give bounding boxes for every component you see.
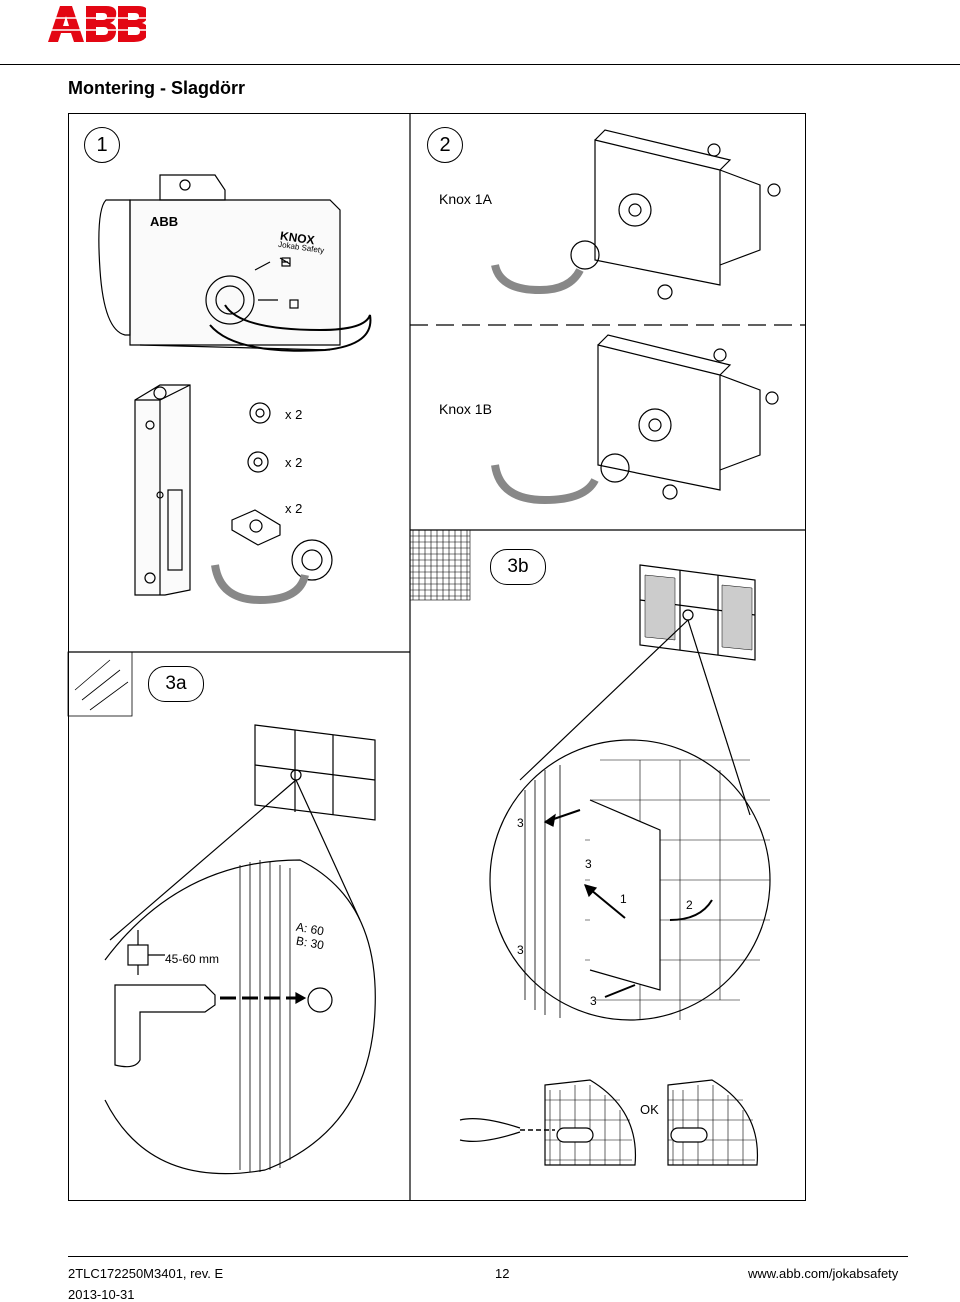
ok-label: OK	[640, 1102, 659, 1117]
callout-2: 2	[686, 898, 693, 912]
step-2-badge: 2	[427, 127, 463, 163]
knox-1a-label: Knox 1A	[439, 191, 492, 207]
latch-body-drawing	[134, 384, 191, 596]
step-3b-badge: 3b	[490, 549, 546, 585]
mesh-detail-circle	[489, 739, 771, 1021]
callout-3-d: 3	[590, 994, 597, 1008]
knox-1b-drawing	[491, 334, 779, 505]
nut-qty: x 2	[285, 501, 303, 516]
callout-3-b: 3	[585, 857, 592, 871]
knox-device-drawing	[98, 174, 372, 352]
abb-logo	[46, 6, 146, 42]
page-number: 12	[495, 1266, 510, 1281]
screw-qty-2: x 2	[285, 455, 303, 470]
step-3a-badge: 3a	[148, 666, 204, 702]
drill-depth-label: 45-60 mm	[165, 952, 220, 966]
callout-3-c: 3	[517, 943, 524, 957]
header-rule	[0, 64, 960, 65]
document-id: 2TLC172250M3401, rev. E	[68, 1266, 224, 1281]
website-link[interactable]: www.abb.com/jokabsafety	[748, 1266, 899, 1281]
document-date: 2013-10-31	[68, 1287, 135, 1302]
knox-1b-label: Knox 1B	[439, 401, 492, 417]
handle-drawing	[211, 539, 333, 605]
mesh-fence-drawing	[519, 564, 756, 816]
footer-rule	[68, 1256, 908, 1257]
callout-3-a: 3	[517, 816, 524, 830]
drill-detail-circle	[104, 859, 376, 1175]
glass-fence-drawing	[109, 724, 376, 941]
device-logo-text: ABB	[150, 214, 179, 229]
screw-qty-1: x 2	[285, 407, 303, 422]
page-title: Montering - Slagdörr	[68, 78, 245, 98]
mesh-thumbnail	[409, 529, 471, 601]
figure-frame	[68, 113, 806, 1201]
callout-1: 1	[620, 892, 627, 906]
cut-detail-left	[459, 1079, 637, 1166]
glass-thumbnail	[67, 651, 133, 717]
cut-detail-right	[667, 1079, 759, 1166]
screws-drawing	[231, 402, 281, 546]
step-1-badge: 1	[84, 127, 120, 163]
knox-1a-drawing	[491, 129, 781, 300]
